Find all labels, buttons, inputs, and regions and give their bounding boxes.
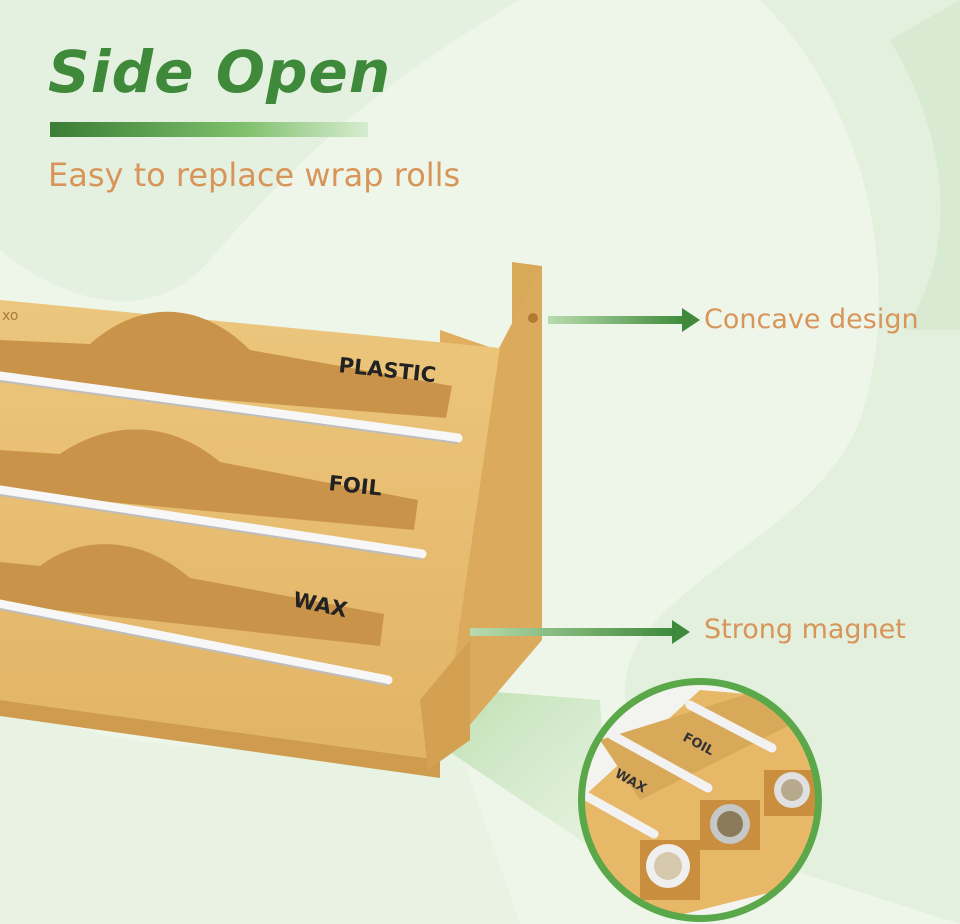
inset-closeup: FOIL WAX <box>578 678 822 922</box>
brand-mark: xo <box>2 308 18 324</box>
page-title: Side Open <box>48 38 392 106</box>
arrow-magnet <box>470 620 690 644</box>
inset-beam <box>432 690 610 860</box>
subtitle: Easy to replace wrap rolls <box>48 156 461 194</box>
bamboo-dispenser: xo PLASTIC FOIL WAX <box>0 262 542 778</box>
slot-label-foil: FOIL <box>327 471 383 500</box>
title-underline <box>50 122 368 137</box>
callout-strong-magnet: Strong magnet <box>704 614 906 645</box>
arrow-concave <box>548 308 700 332</box>
callout-concave-design: Concave design <box>704 304 919 335</box>
